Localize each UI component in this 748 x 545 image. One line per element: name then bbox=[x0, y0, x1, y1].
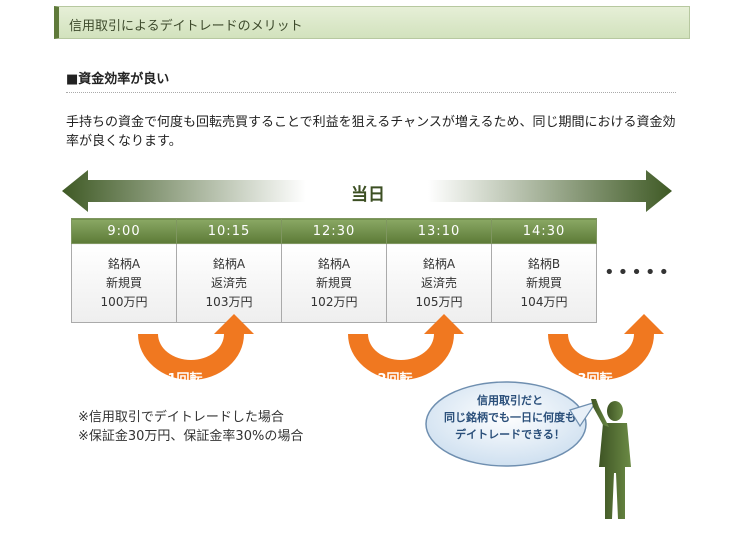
turn-arrow-icon bbox=[546, 314, 664, 380]
trade-detail-row: 銘柄A 新規買 100万円 銘柄A 返済売 103万円 銘柄A 新規買 102万… bbox=[71, 243, 597, 323]
note-line: ※信用取引でデイトレードした場合 bbox=[78, 410, 284, 425]
time-cell: 9:00 bbox=[71, 218, 177, 244]
timeline-label: 当日 bbox=[351, 185, 385, 205]
turn-label: 3回転 bbox=[577, 372, 613, 387]
time-cell: 14:30 bbox=[491, 218, 597, 244]
bubble-line: 信用取引だと bbox=[477, 394, 543, 407]
subheading: ■資金効率が良い bbox=[66, 68, 676, 93]
stock-name: 銘柄B bbox=[527, 256, 561, 271]
stock-name: 銘柄A bbox=[212, 256, 246, 271]
timeline-double-arrow bbox=[62, 170, 672, 212]
trade-action: 新規買 bbox=[315, 275, 352, 290]
time-header-row: 9:00 10:15 12:30 13:10 14:30 bbox=[71, 218, 597, 244]
trade-action: 返済売 bbox=[210, 275, 247, 290]
trade-cell: 銘柄A 新規買 100万円 bbox=[71, 243, 177, 323]
section-title-bar: 信用取引によるデイトレードのメリット bbox=[54, 6, 690, 39]
trade-price: 103万円 bbox=[205, 294, 253, 309]
note-line: ※保証金30万円、保証金率30%の場合 bbox=[78, 429, 304, 444]
trade-action: 返済売 bbox=[420, 275, 457, 290]
trade-cell: 銘柄B 新規買 104万円 bbox=[491, 243, 597, 323]
person-pointing-icon bbox=[591, 399, 631, 519]
trade-action: 新規買 bbox=[525, 275, 562, 290]
time-cell: 12:30 bbox=[281, 218, 387, 244]
trade-action: 新規買 bbox=[105, 275, 142, 290]
notes: ※信用取引でデイトレードした場合 ※保証金30万円、保証金率30%の場合 bbox=[78, 408, 303, 446]
time-cell: 10:15 bbox=[176, 218, 282, 244]
stock-name: 銘柄A bbox=[107, 256, 141, 271]
trade-price: 100万円 bbox=[100, 294, 148, 309]
trade-price: 105万円 bbox=[415, 294, 463, 309]
section-title: 信用取引によるデイトレードのメリット bbox=[69, 19, 303, 34]
trade-price: 104万円 bbox=[520, 294, 568, 309]
description: 手持ちの資金で何度も回転売買することで利益を狙えるチャンスが増えるため、同じ期間… bbox=[66, 115, 676, 149]
bubble-line: デイトレードできる！ bbox=[455, 428, 565, 441]
stock-name: 銘柄A bbox=[317, 256, 351, 271]
turn-label: 1回転 bbox=[167, 372, 203, 387]
stock-name: 銘柄A bbox=[422, 256, 456, 271]
continuation-dots: ••••• bbox=[604, 262, 673, 283]
bubble-line: 同じ銘柄でも一日に何度も bbox=[444, 411, 576, 424]
turn-arrow-icon bbox=[346, 314, 464, 380]
trade-cell: 銘柄A 新規買 102万円 bbox=[281, 243, 387, 323]
speech-bubble-text: 信用取引だと 同じ銘柄でも一日に何度も デイトレードできる！ bbox=[432, 392, 588, 443]
trade-cell: 銘柄A 返済売 103万円 bbox=[176, 243, 282, 323]
trade-price: 102万円 bbox=[310, 294, 358, 309]
turn-arrow-icon bbox=[136, 314, 254, 380]
speech-bubble-icon bbox=[425, 381, 598, 467]
trade-timeline-table: 9:00 10:15 12:30 13:10 14:30 銘柄A 新規買 100… bbox=[71, 218, 597, 323]
trade-cell: 銘柄A 返済売 105万円 bbox=[386, 243, 492, 323]
time-cell: 13:10 bbox=[386, 218, 492, 244]
turn-label: 2回転 bbox=[377, 372, 413, 387]
